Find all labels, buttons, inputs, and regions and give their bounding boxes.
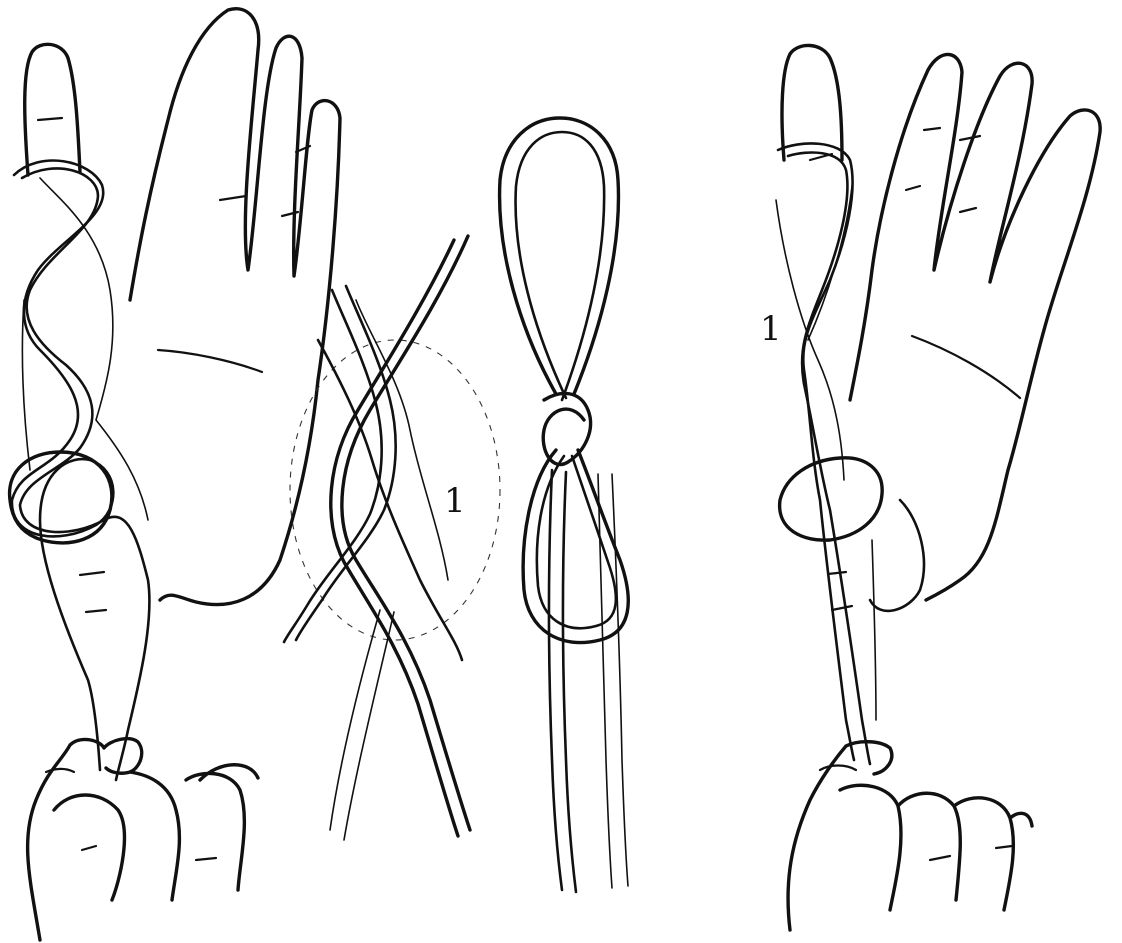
right-wrist-crease-2 bbox=[832, 606, 852, 610]
upper-loop-inner bbox=[516, 132, 605, 400]
right-cord-strand-c bbox=[776, 200, 844, 480]
right-palm-crease-3 bbox=[906, 186, 920, 190]
right-grip-knuckle-3 bbox=[820, 766, 856, 771]
left-open-palm-outline bbox=[130, 9, 340, 605]
right-grip-knuckle-1 bbox=[930, 856, 950, 860]
knot-body bbox=[543, 393, 590, 464]
finger-crease bbox=[38, 118, 62, 120]
detail-strand-7 bbox=[330, 610, 380, 830]
knot-crossing-detail: 1 bbox=[284, 236, 500, 840]
detail-strand-8 bbox=[344, 612, 394, 840]
right-palm-crease-1 bbox=[912, 336, 1020, 398]
palm-crease-1 bbox=[158, 350, 262, 372]
right-cord-strand-e bbox=[872, 540, 876, 720]
left-grip-knuckle-1 bbox=[46, 769, 74, 772]
left-cord-strand-b bbox=[20, 168, 149, 780]
right-wrist-crease bbox=[828, 572, 846, 574]
palm-crease-2 bbox=[220, 196, 246, 200]
figure-eight-loop bbox=[500, 118, 629, 892]
left-grip-knuckle-3 bbox=[82, 846, 96, 850]
right-grip-knuckle-2 bbox=[996, 846, 1012, 848]
detail-circle bbox=[290, 340, 500, 640]
right-palm-crease-5 bbox=[924, 128, 940, 130]
detail-strand-4 bbox=[284, 290, 382, 642]
tail-strand-right-2 bbox=[612, 474, 628, 886]
center-arrow-mark: 1 bbox=[444, 481, 466, 521]
right-gripping-hand bbox=[788, 742, 1032, 930]
left-wrist-crease-2 bbox=[86, 610, 106, 612]
tail-strand-left bbox=[549, 470, 562, 890]
right-palm-crease-2 bbox=[960, 136, 980, 140]
left-wrist-crease bbox=[80, 572, 104, 575]
left-index-finger bbox=[25, 44, 80, 175]
right-thumb-pad bbox=[780, 458, 883, 540]
right-palm-crease-4 bbox=[960, 208, 976, 212]
tail-strand-left-2 bbox=[563, 472, 576, 892]
right-hand-view: 1 bbox=[760, 45, 1100, 930]
right-arrow-mark: 1 bbox=[760, 309, 782, 349]
right-palm-bulge bbox=[870, 500, 924, 611]
detail-strand-1 bbox=[342, 236, 470, 830]
left-grip-knuckle-2 bbox=[196, 858, 216, 860]
